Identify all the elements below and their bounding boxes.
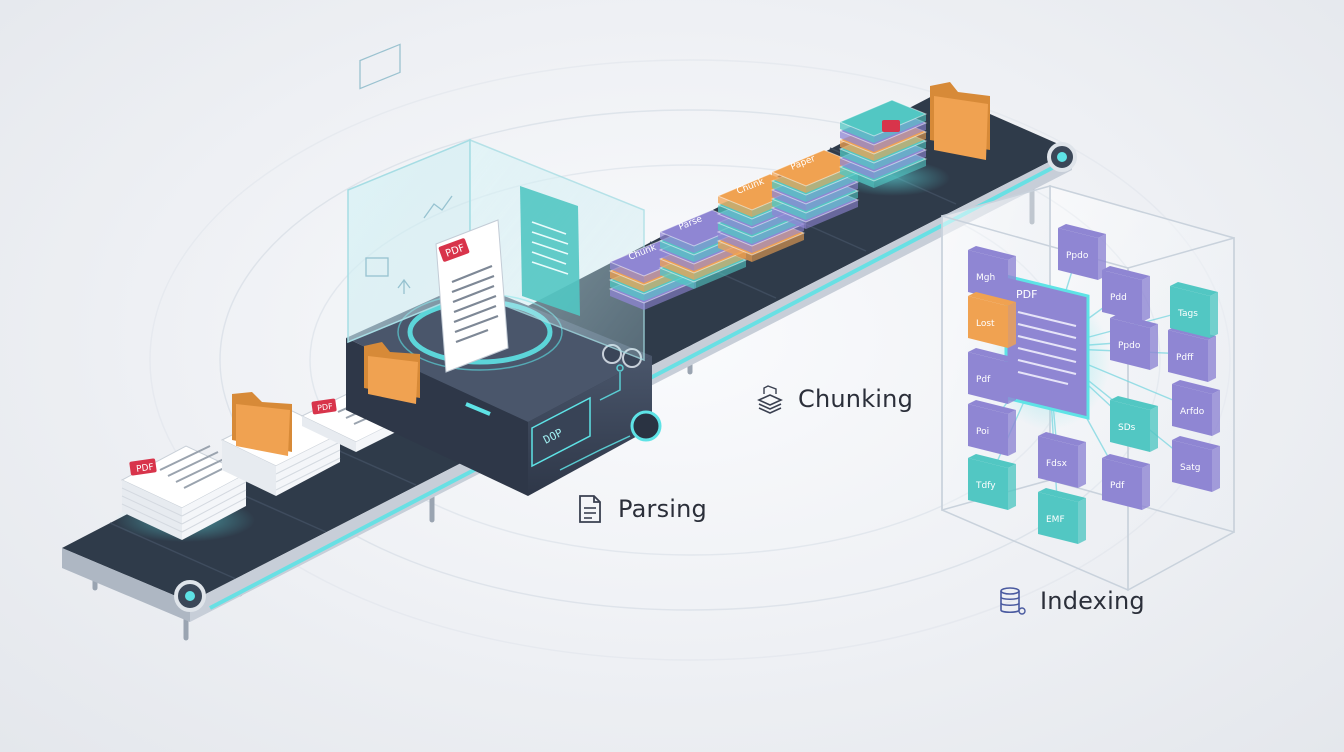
index-tile: EMF	[1038, 488, 1086, 544]
stage-indexing: Indexing	[998, 586, 1145, 616]
chunk-stack: Paper	[770, 149, 860, 229]
pdf-tag: PDF	[317, 402, 334, 413]
index-tile: Tdfy	[968, 454, 1016, 510]
database-icon	[1000, 587, 1026, 615]
index-tile-label: Pdf	[1110, 481, 1125, 491]
index-tile-label: Pdf	[976, 375, 991, 385]
index-tile-label: Ppdo	[1066, 251, 1089, 261]
index-tile-label: Pdff	[1176, 353, 1194, 363]
index-tile: SDs	[1110, 396, 1158, 452]
folder-icon	[232, 392, 292, 456]
index-tile-label: Ppdo	[1118, 341, 1141, 351]
index-tile-label: Satg	[1180, 463, 1200, 473]
folder-icon	[364, 342, 420, 404]
parsed-document: PDF	[435, 219, 509, 373]
index-tile-label: Poi	[976, 427, 989, 437]
index-tile: Arfdo	[1172, 380, 1220, 436]
pdf-tag: PDF	[1016, 288, 1037, 301]
index-tile: Mgh	[968, 246, 1016, 302]
index-tile: Tags	[1170, 282, 1218, 338]
stage-label-indexing: Indexing	[1040, 587, 1145, 615]
index-tile-label: Mgh	[976, 273, 995, 283]
index-tile: Fdsx	[1038, 432, 1086, 488]
stage-parsing: Parsing	[576, 494, 707, 524]
stage-label-chunking: Chunking	[798, 385, 914, 413]
indexed-document: PDF	[1004, 274, 1090, 420]
document-icon	[579, 495, 601, 523]
document-stack: PDF	[120, 445, 248, 540]
index-tile: Ppdo	[1058, 224, 1106, 280]
stacked-layers-icon	[757, 385, 783, 414]
index-tile: Lost	[968, 292, 1016, 348]
glass-enclosure: PDF	[347, 43, 645, 373]
index-tile-label: Arfdo	[1180, 407, 1205, 417]
index-tile-label: EMF	[1046, 515, 1065, 525]
stage-chunking: Chunking	[756, 384, 913, 414]
index-cube: PDF MghPpdoPddLostPdffPpdoTagsPdfSDsArfd…	[941, 185, 1235, 592]
index-tile-label: Lost	[976, 319, 995, 329]
index-tile-label: Tdfy	[975, 481, 996, 491]
hologram-document	[520, 186, 580, 316]
index-tile: Pdd	[1102, 266, 1150, 322]
pdf-tag: PDF	[136, 463, 155, 475]
index-tile: Pdf	[1102, 454, 1150, 510]
index-tile: Pdf	[968, 348, 1016, 404]
stage-label-parsing: Parsing	[618, 495, 707, 523]
folder-icon	[930, 82, 990, 160]
index-tile: Ppdo	[1110, 314, 1158, 370]
pdf-mark	[882, 120, 900, 132]
index-tile-label: Fdsx	[1046, 459, 1068, 469]
index-tile: Poi	[968, 400, 1016, 456]
index-tile-label: Tags	[1177, 309, 1198, 319]
index-tile-label: SDs	[1118, 423, 1136, 433]
index-tile: Satg	[1172, 436, 1220, 492]
index-tile-label: Pdd	[1110, 293, 1127, 303]
